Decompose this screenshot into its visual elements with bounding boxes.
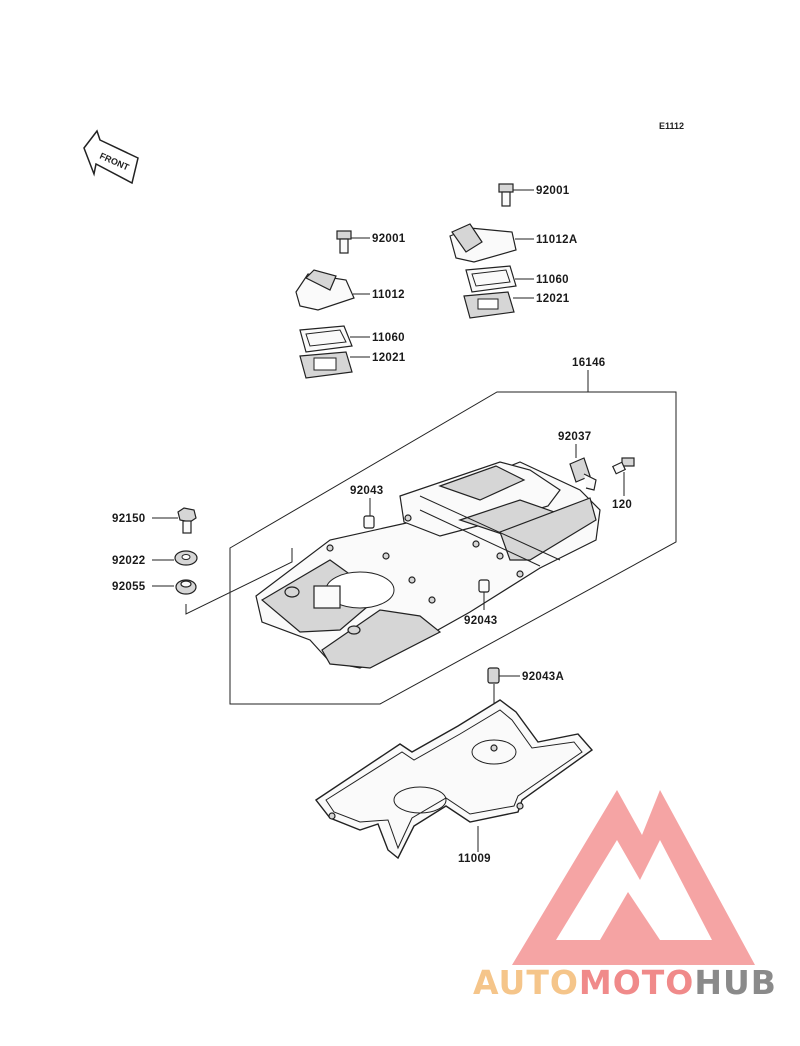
pin-92043a-icon — [487, 667, 500, 684]
label-92043-bottom: 92043 — [464, 615, 497, 627]
label-120: 120 — [612, 499, 632, 511]
gasket-11009-icon — [314, 699, 594, 860]
valve-cover-icon — [255, 461, 601, 669]
label-92022: 92022 — [112, 555, 145, 567]
dowel-92043-bottom-icon — [478, 579, 490, 593]
bracket-92037-icon — [569, 457, 597, 491]
washer-92022-icon — [174, 550, 198, 566]
watermark-hub: HUB — [694, 963, 777, 1002]
label-12021-left: 12021 — [372, 352, 406, 364]
label-11009: 11009 — [458, 853, 491, 865]
bolt-92001-left-icon — [336, 230, 352, 254]
plate-12021-left-icon — [299, 351, 353, 379]
bolt-92001-right-icon — [498, 183, 514, 207]
gasket-11060-right-icon — [465, 265, 517, 293]
label-16146: 16146 — [572, 357, 605, 369]
label-92001-left: 92001 — [372, 233, 406, 245]
label-11012: 11012 — [372, 289, 405, 301]
diagram-code: E1112 — [659, 121, 684, 131]
label-92055: 92055 — [112, 581, 146, 593]
label-11012a: 11012A — [536, 234, 577, 246]
watermark-auto: AUTO — [473, 963, 579, 1002]
label-92001-right: 92001 — [536, 185, 570, 197]
leader-fastener-stack — [185, 548, 293, 615]
watermark-logo-icon — [512, 790, 755, 965]
gasket-11060-left-icon — [299, 325, 353, 353]
bolt-92150-icon — [177, 507, 197, 534]
label-92043-top: 92043 — [350, 485, 383, 497]
label-92150: 92150 — [112, 513, 145, 525]
assembly-outline — [229, 391, 677, 705]
grommet-92055-icon — [175, 579, 197, 595]
watermark-moto: MOTO — [579, 963, 694, 1002]
breather-cap-11012-icon — [295, 269, 355, 311]
label-92043a: 92043A — [522, 671, 564, 683]
dowel-92043-top-icon — [363, 515, 375, 529]
breather-cap-11012a-icon — [449, 223, 517, 263]
front-arrow-icon: FRONT — [83, 129, 139, 185]
label-92037: 92037 — [558, 431, 591, 443]
label-11060-right: 11060 — [536, 274, 569, 286]
plate-12021-right-icon — [463, 291, 515, 319]
bolt-120-icon — [611, 457, 635, 475]
label-11060-left: 11060 — [372, 332, 405, 344]
label-12021-right: 12021 — [536, 293, 570, 305]
watermark-text: AUTOMOTOHUB — [473, 963, 777, 1002]
